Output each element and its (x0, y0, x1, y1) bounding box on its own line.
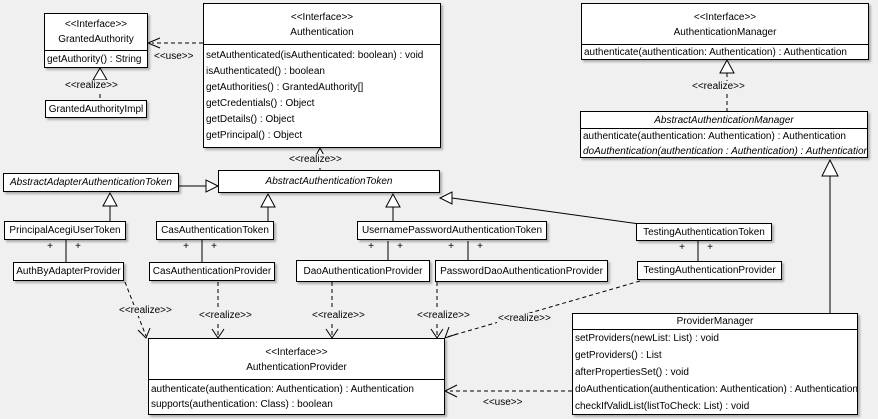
class-authentication-provider: <<Interface>> AuthenticationProvider aut… (148, 338, 445, 415)
use-stereotype-label: <<use>> (153, 51, 195, 62)
class-name: AuthByAdapterProvider (16, 266, 121, 277)
method-row: getDetails() : Object (206, 114, 295, 125)
assoc-end-plus: + (448, 241, 454, 252)
class-name: GrantedAuthorityImpl (48, 103, 144, 115)
edge-gen-adaptertoken-abstracttoken (179, 179, 220, 193)
class-provider-manager: ProviderManager setProviders(newList: Li… (572, 313, 858, 415)
class-name: UsernamePasswordAuthenticationToken (361, 225, 543, 236)
class-principal-acegi-user-token: PrincipalAcegiUserToken (4, 221, 126, 240)
assoc-end-plus: + (707, 242, 713, 253)
method-row: afterPropertiesSet() : void (575, 367, 689, 378)
class-abstract-authentication-token: AbstractAuthenticationToken (218, 170, 440, 193)
class-name: AbstractAuthenticationToken (265, 176, 393, 187)
class-granted-authority-impl: GrantedAuthorityImpl (45, 100, 147, 118)
method-row: supports(authentication: Class) : boolea… (151, 399, 333, 410)
assoc-end-plus: + (397, 241, 403, 252)
realize-stereotype-label: <<realize>> (497, 313, 552, 324)
class-testing-authentication-token: TestingAuthenticationToken (636, 223, 772, 241)
edge-gen-providermanager-abstractmanager (821, 158, 839, 313)
class-password-dao-authentication-provider: PasswordDaoAuthenticationProvider (435, 260, 608, 282)
method-row: doAuthentication(authentication: Authent… (575, 384, 857, 395)
method-row: getPrincipal() : Object (206, 130, 303, 141)
class-name: AuthenticationManager (673, 27, 777, 38)
class-authentication: <<Interface>> Authentication setAuthenti… (203, 3, 441, 148)
method-row: authenticate(authentication: Authenticat… (584, 47, 847, 58)
edge-use-providermanager-authenticationprovider (443, 384, 572, 398)
realize-stereotype-label: <<realize>> (118, 305, 173, 316)
class-name: AbstractAdapterAuthenticationToken (10, 177, 172, 188)
edge-gen-uptoken-abstracttoken (385, 192, 401, 221)
class-cas-authentication-token: CasAuthenticationToken (156, 221, 274, 240)
class-granted-authority: <<Interface>> GrantedAuthority getAuthor… (44, 13, 148, 68)
class-name: PasswordDaoAuthenticationProvider (440, 265, 603, 277)
method-row: authenticate(authentication: Authenticat… (151, 384, 414, 395)
class-name: CasAuthenticationToken (161, 225, 269, 236)
method-row-abstract: doAuthentication(authentication : Authen… (583, 146, 867, 157)
class-header: <<Interface>> Authentication (204, 4, 440, 44)
realize-stereotype-label: <<realize>> (691, 81, 746, 92)
edge-gen-testingtoken-abstracttoken (438, 191, 641, 225)
class-testing-authentication-provider: TestingAuthenticationProvider (637, 261, 782, 280)
class-name: TestingAuthenticationToken (643, 226, 765, 238)
assoc-end-plus: + (477, 241, 483, 252)
method-row: setAuthenticated(isAuthenticated: boolea… (206, 50, 424, 61)
class-cas-authentication-provider: CasAuthenticationProvider (149, 262, 275, 281)
class-header: <<Interface>> AuthenticationManager (582, 4, 868, 44)
method-row: setProviders(newList: List) : void (575, 333, 719, 344)
method-row: checkIfValidList(listToCheck: List) : vo… (575, 401, 750, 412)
class-username-password-authentication-token: UsernamePasswordAuthenticationToken (357, 221, 547, 240)
assoc-end-plus: + (211, 241, 217, 252)
stereotype-label: <<Interface>> (693, 12, 757, 23)
stereotype-label: <<Interface>> (265, 347, 328, 358)
class-name: AbstractAuthenticationManager (654, 115, 794, 126)
edge-use-authentication-grantedauthority (146, 37, 203, 49)
class-name: ProviderManager (676, 316, 754, 327)
class-authentication-manager: <<Interface>> AuthenticationManager auth… (581, 3, 869, 60)
class-name: GrantedAuthority (58, 34, 134, 45)
realize-stereotype-label: <<realize>> (288, 154, 343, 165)
assoc-end-plus: + (47, 241, 53, 252)
realize-stereotype-label: <<realize>> (311, 310, 366, 321)
realize-stereotype-label: <<realize>> (416, 310, 471, 321)
assoc-end-plus: + (75, 241, 81, 252)
realize-stereotype-label: <<realize>> (198, 310, 253, 321)
class-name: CasAuthenticationProvider (152, 266, 272, 277)
assoc-end-plus: + (679, 242, 685, 253)
method-row: getProviders() : List (575, 350, 662, 361)
realize-stereotype-label: <<realize>> (64, 80, 119, 91)
stereotype-label: <<Interface>> (64, 19, 128, 30)
method-row: getCredentials() : Object (206, 98, 315, 109)
class-auth-by-adapter-provider: AuthByAdapterProvider (13, 262, 124, 281)
edge-gen-principaltoken-adaptertoken (102, 191, 118, 221)
class-name: AuthenticationProvider (246, 362, 347, 373)
method-row: isAuthenticated() : boolean (206, 66, 325, 77)
method-row: getAuthority() : String (47, 54, 142, 65)
class-abstract-adapter-authentication-token: AbstractAdapterAuthenticationToken (3, 173, 179, 192)
class-name: TestingAuthenticationProvider (643, 265, 776, 276)
class-header: <<Interface>> GrantedAuthority (45, 14, 147, 50)
assoc-end-plus: + (368, 241, 374, 252)
stereotype-label: <<Interface>> (290, 12, 354, 23)
class-abstract-authentication-manager: AbstractAuthenticationManager authentica… (580, 111, 868, 158)
class-name: PrincipalAcegiUserToken (9, 225, 121, 236)
class-name: DaoAuthenticationProvider (303, 265, 423, 277)
class-header: <<Interface>> AuthenticationProvider (149, 339, 444, 379)
class-name: Authentication (290, 27, 354, 38)
edge-gen-castoken-abstracttoken (260, 192, 276, 221)
assoc-end-plus: + (183, 241, 189, 252)
use-stereotype-label: <<use>> (482, 397, 524, 408)
class-dao-authentication-provider: DaoAuthenticationProvider (296, 260, 430, 282)
method-row: authenticate(authentication: Authenticat… (583, 131, 846, 142)
method-row: getAuthorities() : GrantedAuthority[] (206, 82, 364, 93)
